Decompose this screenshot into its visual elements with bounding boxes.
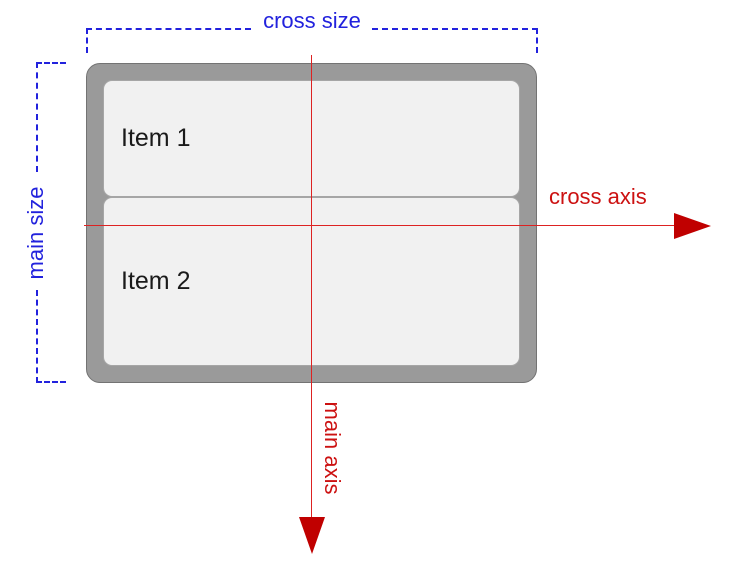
- main-size-bracket: [0, 0, 120, 420]
- cross-axis-label: cross axis: [549, 184, 647, 209]
- cross-size-bracket-left-segment: [86, 28, 251, 30]
- flex-item-1-label: Item 1: [121, 124, 191, 153]
- main-size-bracket-top-cap: [36, 62, 66, 64]
- main-axis-line: [311, 55, 312, 520]
- flex-item-2-label: Item 2: [121, 267, 191, 296]
- main-size-bracket-top-stem: [36, 62, 38, 172]
- main-size-bracket-bottom-cap: [36, 381, 66, 383]
- main-axis-arrowhead-icon: [299, 517, 325, 554]
- cross-axis-line: [84, 225, 676, 226]
- cross-size-bracket-right-segment: [372, 28, 538, 30]
- main-axis-label: main axis: [320, 401, 345, 495]
- cross-size-bracket-right-stem: [536, 28, 538, 53]
- cross-size-bracket-left-stem: [86, 28, 88, 53]
- cross-size-bracket: [0, 0, 736, 60]
- main-size-bracket-bottom-stem: [36, 290, 38, 383]
- cross-axis-arrowhead-icon: [674, 213, 711, 239]
- cross-size-label: cross size: [263, 8, 361, 33]
